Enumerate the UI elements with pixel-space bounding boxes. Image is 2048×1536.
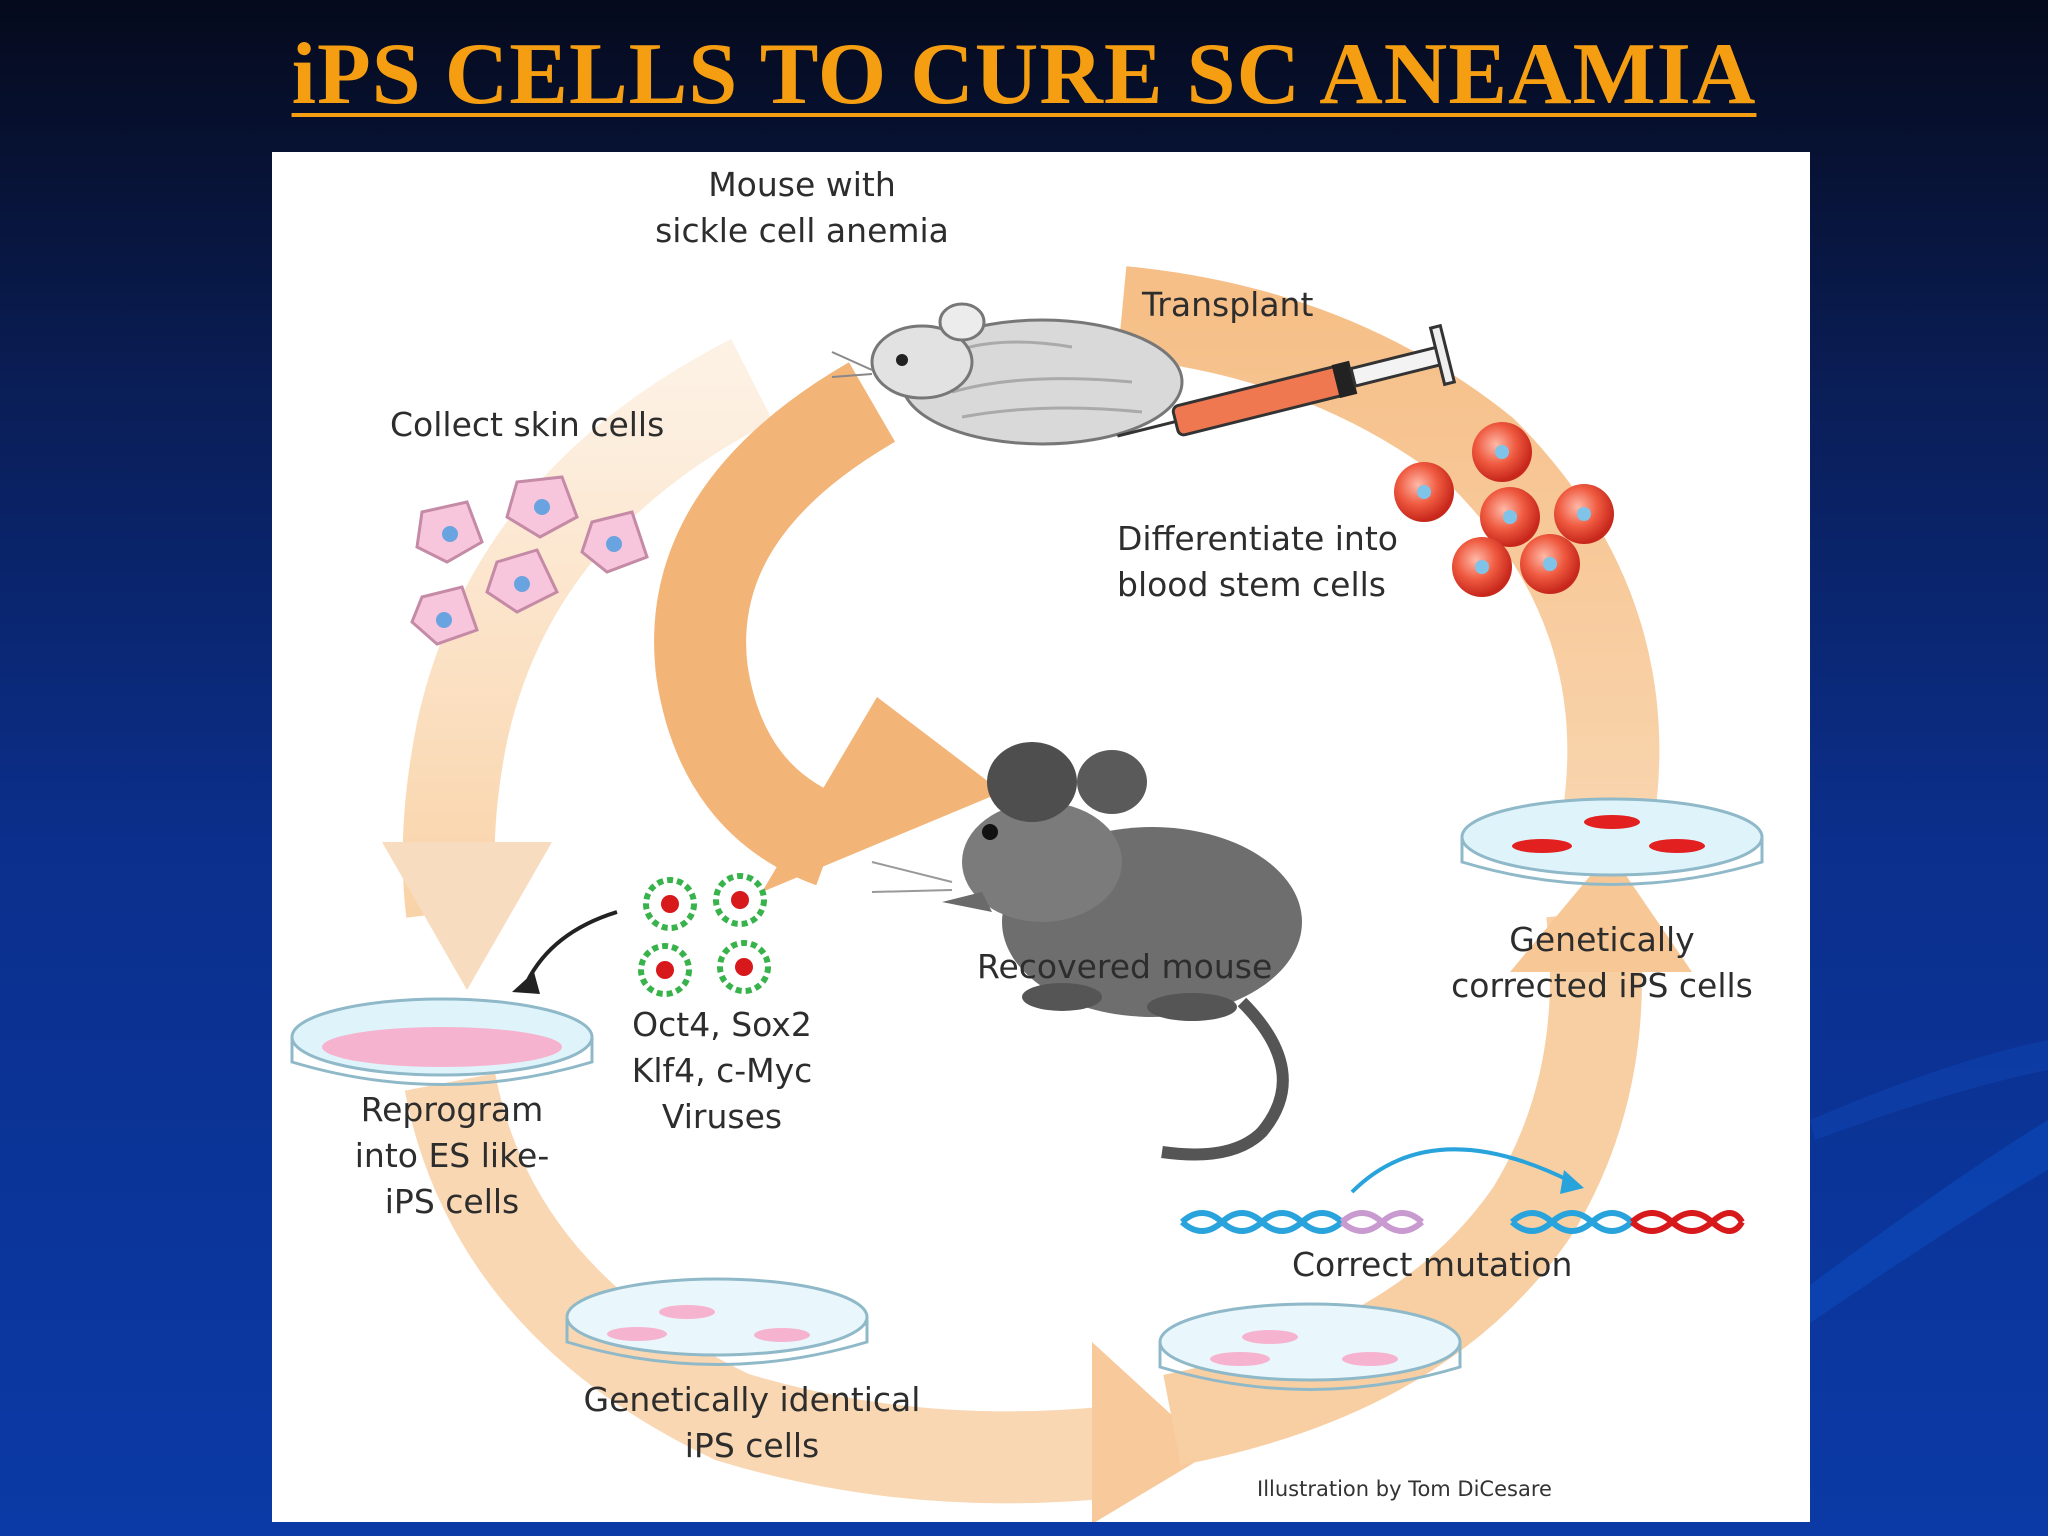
dna-strand-icon [1509, 1210, 1745, 1234]
skin-cell-icon [580, 510, 649, 574]
virus-icon [713, 873, 767, 927]
blood-stem-cell-icon [1480, 487, 1540, 547]
label-sick-mouse-line1: Mouse with [708, 165, 896, 204]
label-genetically-identical: Genetically identical iPS cells [562, 1377, 942, 1469]
label-differentiate: Differentiate into blood stem cells [1117, 516, 1398, 608]
right-arrowhead-bottom [1092, 1342, 1212, 1522]
label-reprogram-line1: Reprogram [360, 1090, 544, 1129]
skin-cell-icon [485, 548, 559, 614]
blood-stem-cell-icon [1520, 534, 1580, 594]
skin-cell-icon [505, 475, 579, 539]
diagram-panel: Mouse with sickle cell anemia Transplant… [272, 152, 1810, 1522]
cycle-diagram [290, 266, 1764, 1522]
slide-title: iPS CELLS TO CURE SC ANEAMIA [291, 26, 1757, 123]
down-arrowhead-left [382, 842, 552, 990]
label-differentiate-line1: Differentiate into [1117, 519, 1398, 558]
skin-cell-icon [410, 585, 479, 646]
label-sick-mouse-line2: sickle cell anemia [655, 211, 949, 250]
curved-arrow [525, 910, 618, 983]
label-transplant: Transplant [1142, 285, 1314, 324]
label-recovered-mouse: Recovered mouse [977, 947, 1273, 986]
virus-icon [643, 877, 697, 931]
petri-dish-icon [1158, 1302, 1462, 1391]
label-genetically-identical-line2: iPS cells [684, 1426, 820, 1465]
petri-dish-icon [290, 997, 594, 1086]
illustration-credit: Illustration by Tom DiCesare [1257, 1477, 1552, 1501]
label-factors-line1: Oct4, Sox2 [632, 1005, 812, 1044]
petri-dish-icon [565, 1277, 869, 1366]
label-factors-line2: Klf4, c-Myc [631, 1051, 813, 1090]
recovered-mouse-icon [871, 742, 1302, 1161]
dna-strand-icon [1179, 1210, 1425, 1234]
label-reprogram: Reprogram into ES like- iPS cells [312, 1087, 592, 1225]
blood-stem-cell-icon [1472, 422, 1532, 482]
virus-icon [638, 943, 692, 997]
up-arrowhead-right [1510, 852, 1692, 972]
sick-mouse-icon [831, 302, 1184, 446]
label-genetically-corrected: Genetically corrected iPS cells [1432, 917, 1772, 1009]
label-genetically-corrected-line2: corrected iPS cells [1451, 966, 1753, 1005]
blood-stem-cells [1394, 422, 1614, 597]
label-factors: Oct4, Sox2 Klf4, c-Myc Viruses [622, 1002, 822, 1140]
label-factors-line3: Viruses [661, 1097, 783, 1136]
label-genetically-identical-line1: Genetically identical [583, 1380, 921, 1419]
inner-arrowhead [762, 697, 1002, 892]
label-genetically-corrected-line1: Genetically [1509, 920, 1695, 959]
blood-stem-cell-icon [1554, 484, 1614, 544]
syringe-icon [1117, 323, 1457, 438]
skin-cell-icon [415, 500, 484, 564]
virus-icon [717, 940, 771, 994]
label-reprogram-line3: iPS cells [384, 1182, 520, 1221]
label-reprogram-line2: into ES like- [354, 1136, 550, 1175]
label-correct-mutation: Correct mutation [1292, 1245, 1573, 1284]
blood-stem-cell-icon [1452, 537, 1512, 597]
label-collect-skin-cells: Collect skin cells [390, 405, 665, 444]
label-differentiate-line2: blood stem cells [1117, 565, 1386, 604]
correction-arrow [1350, 1147, 1573, 1194]
blood-stem-cell-icon [1394, 462, 1454, 522]
viruses [512, 873, 771, 997]
petri-dish-icon [1460, 797, 1764, 886]
label-sick-mouse: Mouse with sickle cell anemia [652, 162, 952, 254]
skin-cells [410, 475, 649, 646]
